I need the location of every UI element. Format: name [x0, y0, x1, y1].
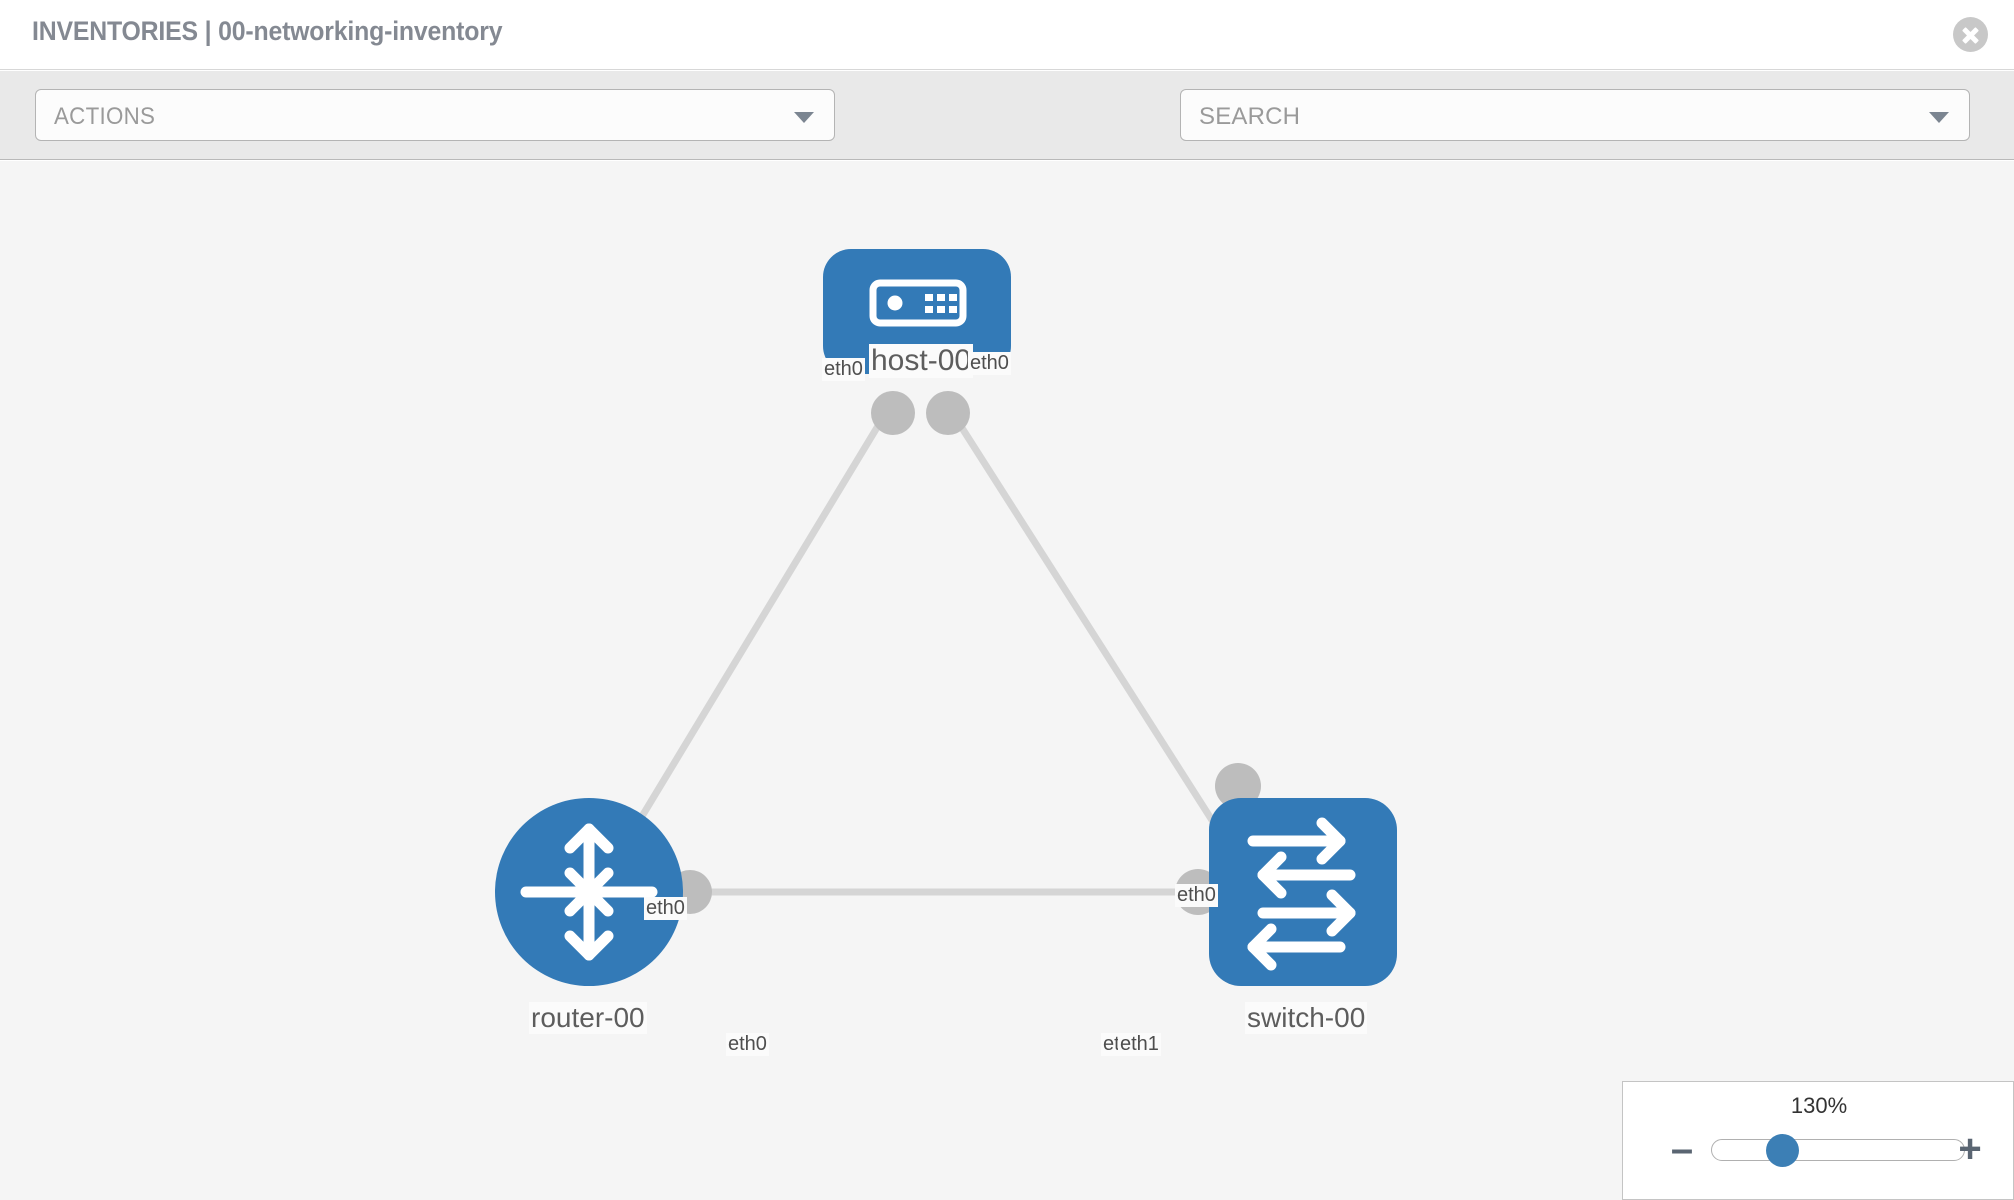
search-input[interactable]: SEARCH: [1180, 89, 1970, 141]
port-host-right: [926, 391, 970, 435]
node-label-switch-00: switch-00: [1245, 1002, 1368, 1034]
node-label-host-00: host-00: [869, 344, 974, 378]
close-icon[interactable]: [1953, 17, 1988, 52]
link-host-router: [612, 404, 893, 863]
port-label-host-left: eth0: [822, 358, 865, 381]
page-title: INVENTORIES | 00-networking-inventory: [32, 16, 503, 46]
link-host-switch: [945, 404, 1241, 863]
zoom-slider-track[interactable]: [1711, 1139, 1965, 1161]
node-host-00: [823, 249, 1011, 374]
zoom-slider-thumb[interactable]: [1766, 1134, 1799, 1167]
router-arrows-icon: [520, 823, 658, 961]
link-group: [612, 404, 1258, 896]
search-chevron-down-icon[interactable]: [1929, 112, 1949, 123]
zoom-in-button[interactable]: +: [1958, 1127, 1982, 1171]
port-switch-top: [1215, 763, 1261, 809]
server-icon: [869, 279, 967, 327]
zoom-out-button[interactable]: –: [1670, 1127, 1694, 1171]
search-placeholder: SEARCH: [1199, 103, 1301, 130]
actions-dropdown[interactable]: ACTIONS: [35, 89, 835, 141]
node-router-00: [495, 798, 683, 986]
page-header: INVENTORIES | 00-networking-inventory: [0, 0, 2014, 70]
node-label-router-00: router-00: [529, 1002, 647, 1034]
port-label-router-uplink: eth0: [644, 897, 687, 920]
port-host-left: [871, 391, 915, 435]
port-label-switch-uplink: eth0: [1175, 884, 1218, 907]
zoom-control-panel: 130% – +: [1622, 1081, 2014, 1200]
topology-canvas[interactable]: host-00 router-00 switch-00 eth0 eth0 et…: [0, 161, 2014, 1200]
switch-arrows-icon: [1247, 817, 1356, 971]
chevron-down-icon: [794, 112, 814, 123]
port-label-host-right: eth0: [968, 352, 1011, 375]
toolbar: ACTIONS SEARCH: [0, 71, 2014, 202]
node-switch-00: [1209, 798, 1397, 986]
topology-graph: [495, 249, 1397, 986]
port-handle-group: [668, 391, 1261, 915]
actions-dropdown-label: ACTIONS: [54, 103, 156, 130]
port-label-router-right: eth0: [726, 1033, 769, 1056]
zoom-level-label: 130%: [1790, 1093, 1848, 1118]
port-label-switch-left: eth1: [1118, 1033, 1161, 1056]
